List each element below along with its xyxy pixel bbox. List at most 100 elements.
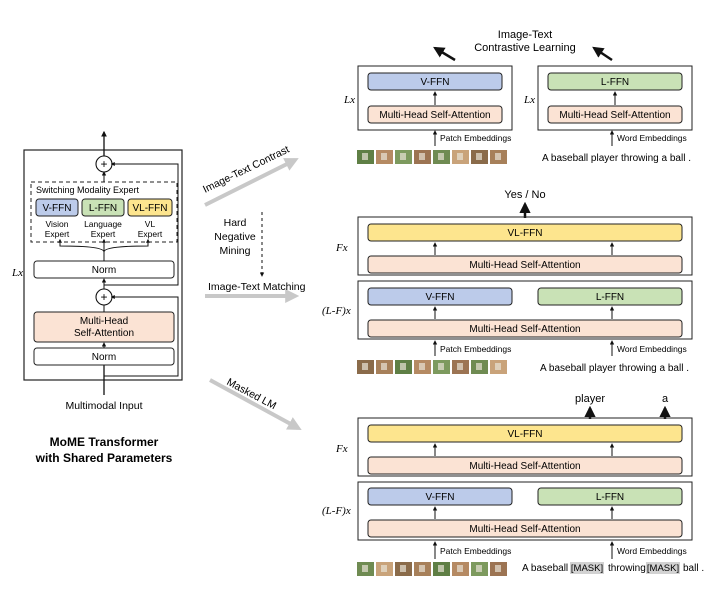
itm-vffn-box [367, 287, 513, 306]
itc-attn-left-label: Multi-Head Self-Attention [379, 110, 490, 121]
input-label: Multimodal Input [65, 400, 142, 412]
residual-skip-1 [103, 295, 179, 377]
mome-title-2: with Shared Parameters [35, 451, 173, 465]
hard-neg-1: Hard [224, 217, 247, 229]
mlm-output-player: player [575, 393, 605, 405]
itc-patch-label: Patch Embeddings [440, 133, 511, 143]
itm-yesno: Yes / No [504, 189, 545, 201]
mlm-lower-frame [357, 481, 693, 541]
mlm-fusion-frame [357, 417, 693, 477]
image-patch-detail [495, 565, 501, 572]
image-patch-detail [457, 153, 463, 160]
image-patch-detail [400, 153, 406, 160]
itc-image-patches [357, 150, 507, 164]
image-patch-detail [419, 565, 425, 572]
norm-top-label: Norm [92, 265, 116, 276]
attention-label-1: Multi-Head [80, 316, 128, 327]
itc-language-frame [537, 65, 693, 131]
itc-attn-right-box [547, 105, 683, 124]
image-patch-detail [400, 565, 406, 572]
mlm-section: player a Fx VL-FFN Multi-Head Self-Atten… [322, 393, 704, 576]
mlm-sentence-c: ball . [683, 563, 704, 574]
itc-sentence: A baseball player throwing a ball . [542, 153, 691, 164]
mlm-attn-bottom-box [367, 519, 683, 538]
norm-bottom-label: Norm [92, 352, 116, 363]
mlm-vffn-label: V-FFN [426, 492, 455, 503]
itc-arrow-left [433, 46, 456, 62]
hard-neg-2: Negative [214, 231, 256, 243]
itc-arrow-right [592, 46, 613, 62]
vl-expert-1: VL [145, 219, 156, 229]
vision-expert-2: Expert [45, 229, 70, 239]
transformer-frame [23, 149, 183, 381]
itm-fx: Fx [335, 242, 348, 254]
itm-lffn-box [537, 287, 683, 306]
itc-vision-frame [357, 65, 513, 131]
mlm-vlffn-label: VL-FFN [508, 429, 543, 440]
itc-attn-left-box [367, 105, 503, 124]
itc-vffn-label: V-FFN [421, 77, 450, 88]
mlm-patch-label: Patch Embeddings [440, 546, 511, 556]
masked-arrow [209, 378, 302, 431]
image-patch-detail [362, 153, 368, 160]
task-arrows: Image-Text Contrast Hard Negative Mining… [201, 143, 306, 431]
itm-attn-top-box [367, 255, 683, 274]
image-patch-detail [476, 565, 482, 572]
itm-attn-bottom-label: Multi-Head Self-Attention [469, 324, 580, 335]
itm-vffn-label: V-FFN [426, 292, 455, 303]
route-to-vffn [60, 240, 105, 261]
left-vlffn-box [127, 198, 173, 217]
image-patch-detail [476, 363, 482, 370]
mlm-lffn-box [537, 487, 683, 506]
mlm-attn-bottom-label: Multi-Head Self-Attention [469, 524, 580, 535]
plus-1: + [100, 290, 107, 304]
attention-label-2: Self-Attention [74, 328, 134, 339]
itm-word-label: Word Embeddings [617, 344, 687, 354]
itm-attn-bottom-box [367, 319, 683, 338]
itm-image-patches [357, 360, 507, 374]
left-vffn-box [35, 198, 79, 217]
left-lffn-box [81, 198, 125, 217]
mask-token-1: [MASK] [571, 563, 603, 574]
mlm-lffn-label: L-FFN [596, 492, 624, 503]
itm-lfx: (L-F)x [322, 305, 351, 317]
image-patch-detail [419, 363, 425, 370]
itm-patch-label: Patch Embeddings [440, 344, 511, 354]
mlm-image-patches [357, 562, 507, 576]
itc-left-lx: Lx [343, 94, 355, 106]
vl-expert-2: Expert [138, 229, 163, 239]
mlm-word-label: Word Embeddings [617, 546, 687, 556]
mlm-sentence-b: throwing [608, 563, 646, 574]
mlm-attn-top-box [367, 456, 683, 475]
hard-neg-3: Mining [220, 245, 251, 257]
itc-lffn-label: L-FFN [601, 77, 629, 88]
image-patch-detail [362, 565, 368, 572]
image-patch-detail [400, 363, 406, 370]
mlm-fx: Fx [335, 443, 348, 455]
left-lx-label: Lx [11, 267, 23, 279]
itc-title-2: Contrastive Learning [474, 42, 576, 54]
residual-skip-2 [103, 162, 179, 289]
mlm-sentence-a: A baseball [522, 563, 568, 574]
mask-token-1-bg [570, 562, 604, 574]
plus-2: + [100, 157, 107, 171]
mome-title-1: MoME Transformer [50, 435, 159, 449]
left-vffn-label: V-FFN [43, 203, 72, 214]
itc-word-label: Word Embeddings [617, 133, 687, 143]
image-patch-detail [381, 565, 387, 572]
mask-token-2: [MASK] [647, 563, 679, 574]
itc-right-lx: Lx [523, 94, 535, 106]
contrast-arrow [204, 158, 299, 207]
route-to-vlffn [103, 238, 150, 253]
mlm-vffn-box [367, 487, 513, 506]
image-patch-detail [438, 363, 444, 370]
left-vlffn-label: VL-FFN [133, 203, 168, 214]
itm-vlffn-box [367, 223, 683, 242]
image-patch-detail [381, 363, 387, 370]
image-patch-detail [495, 153, 501, 160]
image-patch-detail [438, 153, 444, 160]
mlm-lfx: (L-F)x [322, 505, 351, 517]
itm-lffn-label: L-FFN [596, 292, 624, 303]
switching-expert-title: Switching Modality Expert [36, 185, 140, 195]
language-expert-1: Language [84, 219, 122, 229]
